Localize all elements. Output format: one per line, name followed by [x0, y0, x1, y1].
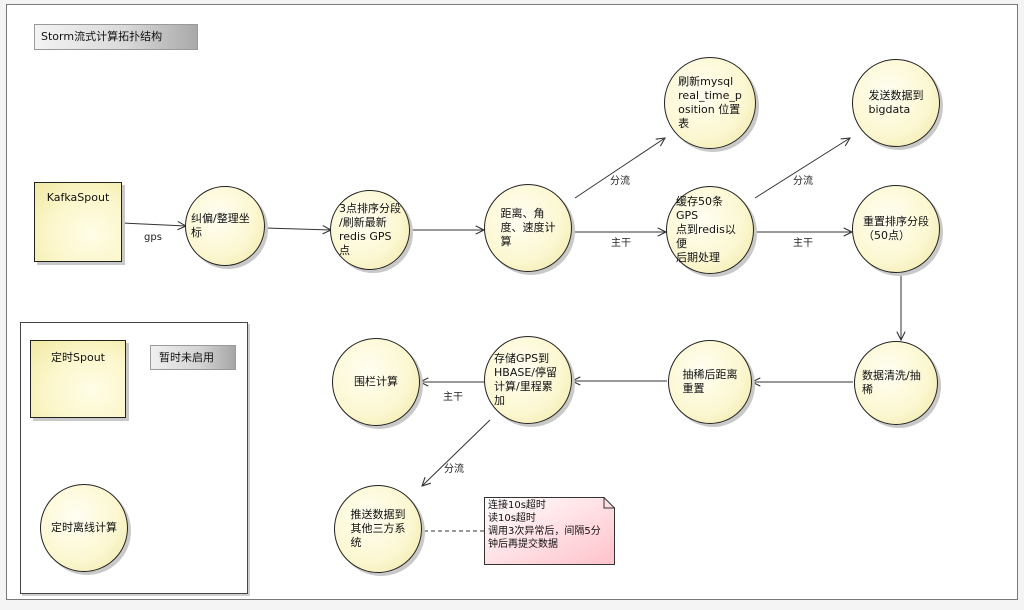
node-label: 纠偏/整理坐标	[191, 212, 250, 239]
node-label: 重置排序分段 （50点）	[863, 215, 929, 242]
node-timer-spout: 定时Spout	[30, 340, 126, 418]
edge-label-n3-n4: 分流	[610, 176, 630, 187]
node-timer-offline: 定时离线计算	[40, 484, 128, 572]
edge-label-n3-n5: 主干	[611, 238, 631, 249]
node-label: 距离、角 度、速度计 算	[500, 207, 556, 248]
note-shape	[484, 497, 615, 565]
node-n8: 数据清洗/抽稀	[854, 341, 938, 425]
node-kafka: KafkaSpout	[34, 182, 122, 262]
node-label: 刷新mysql real_time_p osition 位置 表	[678, 75, 742, 130]
note-text: 连接10s超时 读10s超时 调用3次异常后，间隔5分 钟后再提交数据	[488, 500, 601, 550]
node-label: 3点排序分段 /刷新最新 redis GPS 点	[339, 202, 401, 257]
node-label: 定时Spout	[51, 351, 105, 364]
edge-label-n5-n7: 主干	[793, 238, 813, 249]
node-label: 存储GPS到 HBASE/停留 计算/里程累加	[494, 352, 557, 407]
node-label: 定时离线计算	[51, 521, 117, 534]
node-label: 缓存50条GPS 点到redis以便 后期处理	[676, 195, 736, 264]
node-n1: 纠偏/整理坐标	[185, 186, 265, 266]
node-n6: 发送数据到 bigdata	[852, 59, 940, 147]
edge-n10-n12	[422, 419, 491, 486]
node-label: 围栏计算	[354, 375, 398, 388]
node-label: 抽稀后距离 重置	[682, 368, 738, 395]
edge-n3-n4	[574, 138, 665, 199]
diagram-title: Storm流式计算拓扑结构	[34, 24, 198, 50]
node-label: 推送数据到 其他三方系 统	[350, 508, 406, 549]
node-n9: 抽稀后距离 重置	[668, 340, 752, 424]
node-n11: 围栏计算	[332, 338, 420, 426]
node-label: 数据清洗/抽稀	[862, 369, 921, 396]
edge-n1-n2	[264, 228, 331, 230]
node-n7: 重置排序分段 （50点）	[852, 185, 940, 273]
edge-label-n5-n6: 分流	[793, 176, 813, 187]
node-label: KafkaSpout	[46, 191, 110, 204]
node-n5: 缓存50条GPS 点到redis以便 后期处理	[666, 186, 754, 274]
node-n12: 推送数据到 其他三方系 统	[334, 485, 422, 573]
edge-label-n10-n12: 分流	[444, 464, 464, 475]
node-n2: 3点排序分段 /刷新最新 redis GPS 点	[330, 190, 410, 270]
edge-label-kafka-n1: gps	[144, 232, 162, 243]
node-n3: 距离、角 度、速度计 算	[484, 184, 572, 272]
disabled-badge: 暂时未启用	[150, 345, 236, 370]
edge-n5-n6	[754, 138, 850, 199]
edge-kafka-n1	[121, 223, 186, 226]
node-n4: 刷新mysql real_time_p osition 位置 表	[664, 57, 756, 149]
node-n10: 存储GPS到 HBASE/停留 计算/里程累加	[484, 336, 572, 424]
edge-label-n10-n11: 主干	[443, 392, 463, 403]
note-card: 连接10s超时 读10s超时 调用3次异常后，间隔5分 钟后再提交数据	[484, 497, 615, 565]
node-label: 发送数据到 bigdata	[868, 89, 924, 116]
